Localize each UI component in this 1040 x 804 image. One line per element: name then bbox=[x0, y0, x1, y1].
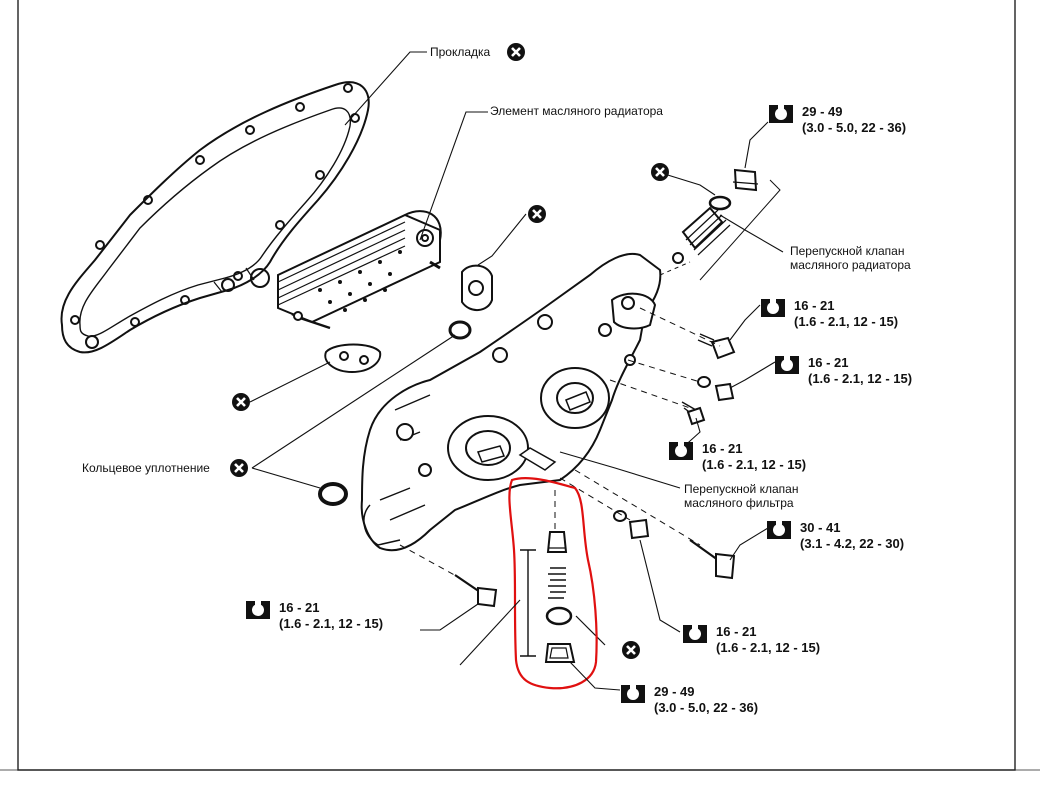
torque-spec-2: 16 - 21 (1.6 - 2.1, 12 - 15) bbox=[760, 298, 898, 330]
torque-spec-7: 16 - 21 (1.6 - 2.1, 12 - 15) bbox=[682, 624, 820, 656]
torque-spec-1: 29 - 49 (3.0 - 5.0, 22 - 36) bbox=[768, 104, 906, 136]
torque-detail: (3.0 - 5.0, 22 - 36) bbox=[802, 120, 907, 135]
torque-spec-4: 16 - 21 (1.6 - 2.1, 12 - 15) bbox=[668, 441, 806, 473]
bolts bbox=[454, 333, 736, 608]
torque-detail: (1.6 - 2.1, 12 - 15) bbox=[279, 616, 384, 631]
cooler-bypass-valve-label-line1: Перепускной клапан bbox=[790, 244, 905, 258]
cooler-element-label: Элемент масляного радиатора bbox=[490, 104, 663, 118]
torque-value: 16 - 21 bbox=[279, 600, 320, 615]
filter-bypass-valve-label-line2: масляного фильтра bbox=[684, 496, 794, 510]
torque-wrench-icon bbox=[768, 104, 794, 124]
o-ring-label: Кольцевое уплотнение bbox=[82, 461, 210, 475]
torque-value: 16 - 21 bbox=[808, 355, 849, 370]
torque-detail: (3.1 - 4.2, 22 - 30) bbox=[800, 536, 905, 551]
cooler-element-part bbox=[277, 210, 442, 330]
assembly-lines bbox=[399, 307, 721, 579]
filter-bypass-valve-label-line1: Перепускной клапан bbox=[684, 482, 799, 496]
cooler-bypass-valve-label-line2: масляного радиатора bbox=[790, 258, 911, 272]
torque-value: 16 - 21 bbox=[794, 298, 835, 313]
page-frame bbox=[0, 0, 1040, 771]
torque-detail: (1.6 - 2.1, 12 - 15) bbox=[702, 457, 807, 472]
circle-x-icon bbox=[621, 640, 641, 660]
torque-value: 29 - 49 bbox=[654, 684, 695, 699]
cooler-bypass-valve-parts bbox=[659, 168, 781, 281]
torque-wrench-icon bbox=[245, 600, 271, 620]
torque-wrench-icon bbox=[620, 684, 646, 704]
torque-detail: (1.6 - 2.1, 12 - 15) bbox=[716, 640, 821, 655]
circle-x-icon bbox=[650, 162, 670, 182]
filter-bypass-valve-parts bbox=[520, 531, 606, 663]
torque-spec-3: 16 - 21 (1.6 - 2.1, 12 - 15) bbox=[774, 355, 912, 387]
torque-wrench-icon bbox=[766, 520, 792, 540]
circle-x-icon bbox=[527, 204, 547, 224]
torque-value: 16 - 21 bbox=[702, 441, 743, 456]
torque-detail: (1.6 - 2.1, 12 - 15) bbox=[808, 371, 913, 386]
torque-wrench-icon bbox=[682, 624, 708, 644]
leader-lines bbox=[249, 51, 784, 691]
torque-detail: (3.0 - 5.0, 22 - 36) bbox=[654, 700, 759, 715]
gasket-label: Прокладка bbox=[430, 45, 491, 59]
circle-x-icon bbox=[506, 42, 526, 62]
torque-spec-5: 30 - 41 (3.1 - 4.2, 22 - 30) bbox=[766, 520, 904, 552]
torque-value: 30 - 41 bbox=[800, 520, 841, 535]
small-gaskets bbox=[318, 264, 493, 506]
torque-detail: (1.6 - 2.1, 12 - 15) bbox=[794, 314, 899, 329]
filter-bracket-body bbox=[360, 252, 662, 552]
filter-bypass-valve-label: Перепускной клапан масляного фильтра bbox=[684, 482, 798, 510]
torque-spec-6: 16 - 21 (1.6 - 2.1, 12 - 15) bbox=[245, 600, 383, 632]
torque-wrench-icon bbox=[668, 441, 694, 461]
torque-wrench-icon bbox=[760, 298, 786, 318]
torque-value: 29 - 49 bbox=[802, 104, 843, 119]
circle-x-icon bbox=[229, 458, 249, 478]
gasket-part bbox=[60, 81, 370, 354]
circle-x-icon bbox=[231, 392, 251, 412]
torque-value: 16 - 21 bbox=[716, 624, 757, 639]
torque-wrench-icon bbox=[774, 355, 800, 375]
highlight-outline bbox=[508, 477, 598, 690]
torque-spec-8: 29 - 49 (3.0 - 5.0, 22 - 36) bbox=[620, 684, 758, 716]
cooler-bypass-valve-label: Перепускной клапан масляного радиатора bbox=[790, 244, 911, 272]
